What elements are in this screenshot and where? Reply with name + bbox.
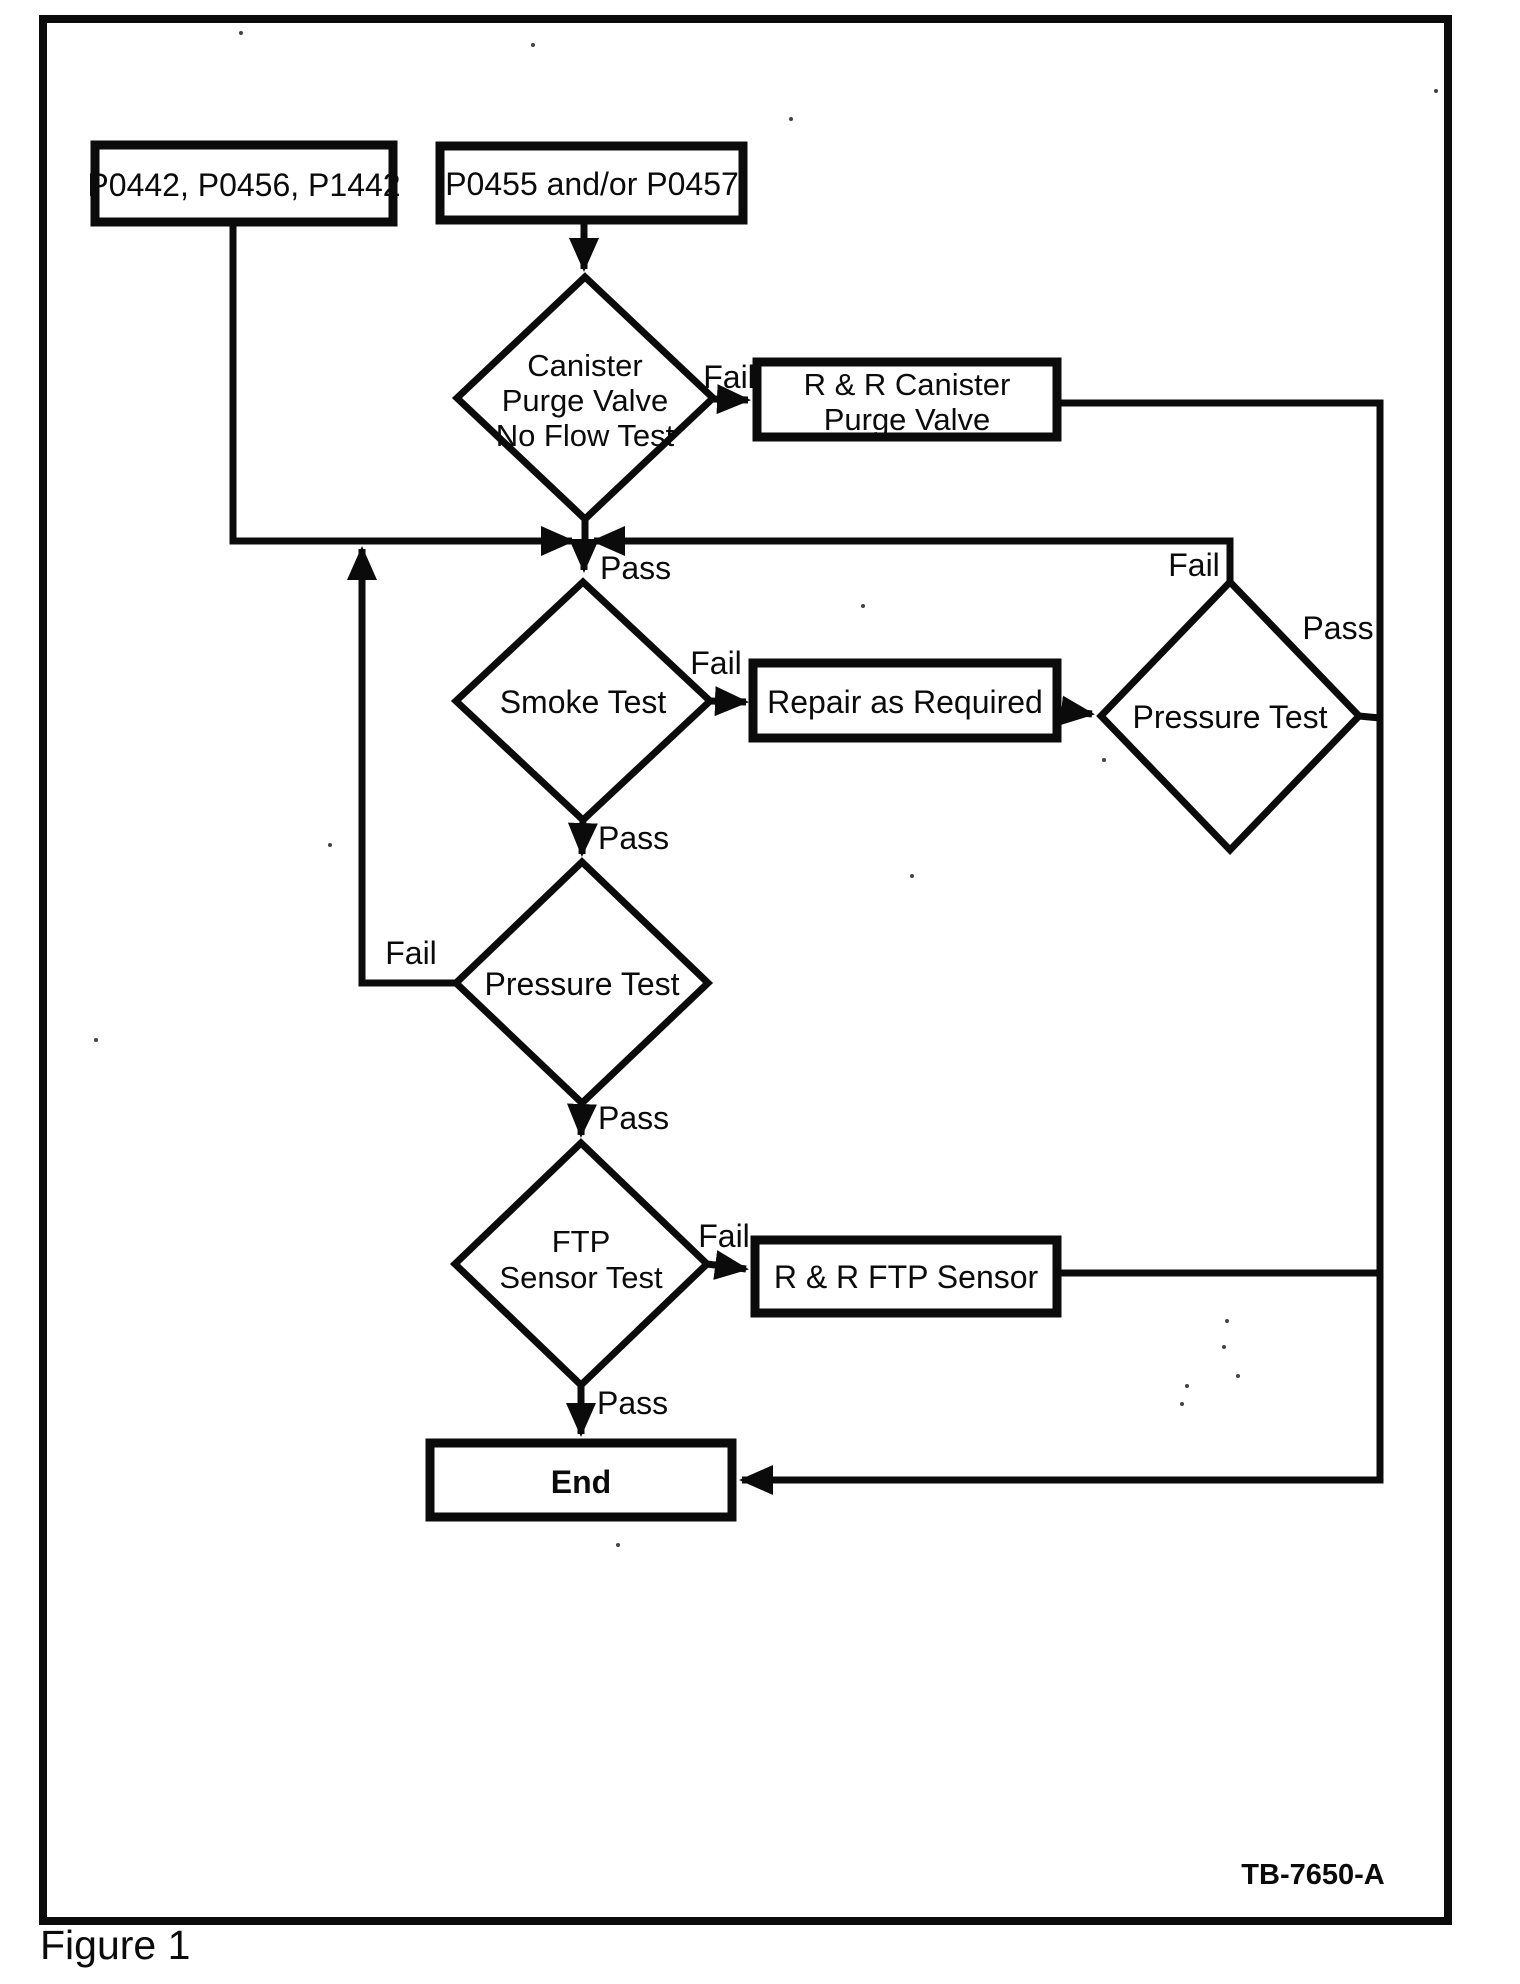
label-ftp-pass: Pass [597,1385,668,1421]
node-pressure-left: Pressure Test [450,857,714,1108]
node-start-left: P0442, P0456, P1442 [87,140,401,227]
node-repair: Repair as Required [748,658,1062,743]
node-rr-canister-line1: R & R Canister [804,367,1011,402]
node-end-label: End [551,1464,611,1500]
edge-pressure-left-pass-to-ftp [566,1102,597,1138]
node-start-left-label: P0442, P0456, P1442 [87,167,400,203]
drawing-reference: TB-7650-A [1241,1859,1384,1891]
edge-smoke-fail-to-repair [709,686,749,717]
label-canister-pass: Pass [600,550,671,586]
nodes: P0442, P0456, P1442 P0455 and/or P0457 C… [87,140,1364,1522]
label-canister-fail: Fail [703,359,755,395]
label-pressure-right-fail: Fail [1168,547,1220,583]
edge-pressure-left-fail-feedback [347,546,456,987]
edge-pressure-right-fail-to-junction [591,526,1234,582]
scan-specks [94,31,1438,1547]
node-ftp-test: FTP Sensor Test [449,1138,713,1390]
edge-ftp-fail-to-rr-ftp [706,1250,749,1280]
label-pressure-right-pass: Pass [1302,610,1373,646]
label-smoke-pass: Pass [598,820,669,856]
node-ftp-test-line2: Sensor Test [499,1260,663,1295]
node-rr-ftp-label: R & R FTP Sensor [774,1259,1039,1295]
node-rr-canister-line2: Purge Valve [824,402,991,437]
node-pressure-left-label: Pressure Test [484,966,679,1002]
node-rr-ftp: R & R FTP Sensor [750,1235,1062,1318]
edge-smoke-pass-to-pressure-left [567,819,598,857]
edge-rr-canister-rail-to-end [739,399,1384,1495]
node-canister-test-line2: Purge Valve [502,383,669,418]
edge-labels: Fail Pass Fail Fail Pass Pass Fail Pass … [385,359,1373,1421]
node-canister-test-line1: Canister [527,348,642,383]
node-repair-label: Repair as Required [767,684,1043,720]
edge-repair-to-pressure-right [1056,695,1095,726]
node-start-right-label: P0455 and/or P0457 [445,166,739,202]
node-rr-canister: R & R Canister Purge Valve [752,357,1062,442]
node-start-right: P0455 and/or P0457 [435,141,748,225]
node-end: End [425,1438,737,1522]
edge-canister-fail-to-rr-canister [712,384,751,415]
node-smoke-test-label: Smoke Test [500,684,667,720]
figure-caption: Figure 1 [40,1922,190,1968]
node-canister-test: Canister Purge Valve No Flow Test [451,272,719,524]
node-smoke-test: Smoke Test [450,577,716,825]
node-canister-test-line3: No Flow Test [496,418,675,453]
node-pressure-right-label: Pressure Test [1132,699,1327,735]
label-pressure-left-pass: Pass [598,1100,669,1136]
node-pressure-right: Pressure Test [1096,576,1364,856]
node-ftp-test-line1: FTP [552,1224,611,1259]
edge-start-left-to-junction [229,222,575,556]
page-border [39,15,1452,1925]
label-ftp-fail: Fail [698,1218,750,1254]
label-smoke-fail: Fail [690,645,742,681]
label-pressure-left-fail: Fail [385,935,437,971]
